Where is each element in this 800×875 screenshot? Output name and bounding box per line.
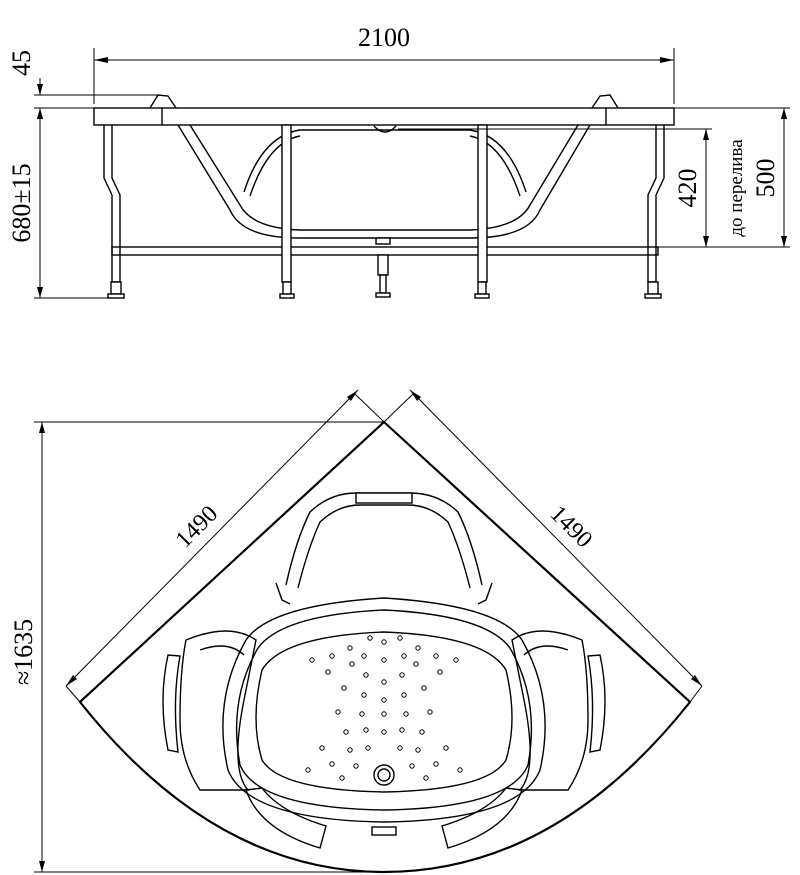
- bowl-outline: [177, 124, 591, 239]
- backrest-outer: [285, 492, 483, 586]
- dim-depth-label: 500: [751, 159, 780, 198]
- drain: [373, 764, 395, 786]
- front-control: [371, 826, 397, 836]
- dim-side-right-label: 1490: [545, 501, 597, 553]
- frame-rail: [111, 246, 659, 256]
- leg-inner-left: [281, 124, 292, 283]
- left-headrest: [149, 94, 177, 109]
- armrest-left: [162, 654, 181, 753]
- bowl-floor: [255, 631, 513, 793]
- leg-inner-right: [477, 124, 488, 283]
- dim-width-label: 2100: [358, 23, 410, 52]
- seat-bottom-left: [245, 787, 327, 849]
- side-elevation: 2100 45 680±15 420 до перелива 500: [7, 23, 790, 299]
- armrest-right: [587, 654, 606, 753]
- leg-left: [103, 125, 121, 283]
- tub-outline: [78, 420, 692, 874]
- bowl-rim: [222, 597, 546, 823]
- plan-view: 1490 1490 ≈1635: [9, 389, 703, 874]
- backrest-pillow: [355, 492, 413, 504]
- dim-overflow-label: 420: [673, 169, 702, 208]
- seat-right: [511, 630, 589, 791]
- seat-left: [179, 630, 257, 791]
- drain-pipe: [377, 254, 389, 276]
- dim-overflow-note: до перелива: [726, 139, 747, 237]
- dim-side-left-label: 1490: [171, 501, 223, 553]
- leg-right: [647, 125, 665, 283]
- right-headrest: [591, 94, 619, 109]
- dim-rim-label: 45: [7, 50, 36, 76]
- tub-rim: [93, 107, 675, 126]
- seat-bottom-right: [441, 787, 523, 849]
- dim-height-label: 680±15: [7, 163, 36, 242]
- dim-diagonal-label: ≈1635: [9, 619, 38, 685]
- air-jets: [305, 635, 463, 781]
- overflow-drain: [373, 125, 397, 133]
